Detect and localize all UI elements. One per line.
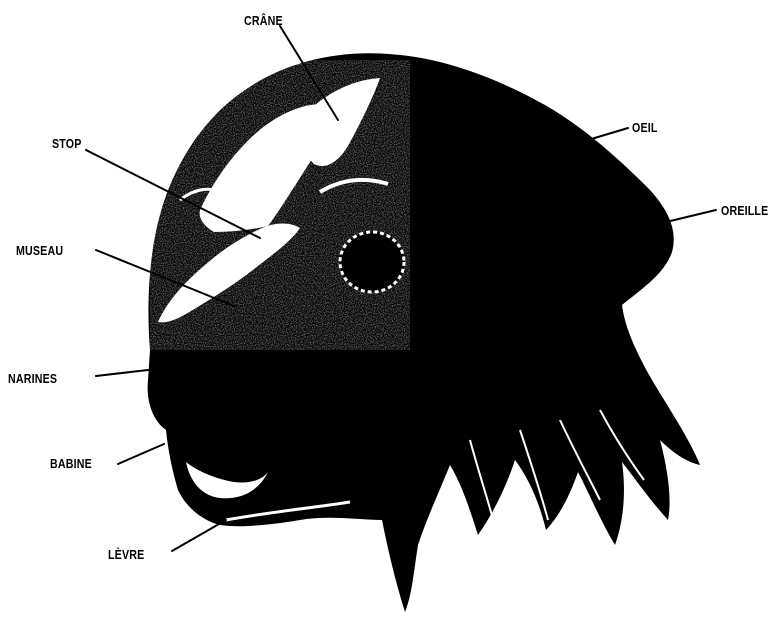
label-babine: BABINE: [50, 457, 92, 470]
label-crane: CRÂNE: [244, 14, 283, 27]
eye: [340, 232, 404, 292]
fur-texture: [150, 60, 410, 350]
label-narines: NARINES: [8, 372, 57, 385]
label-museau: MUSEAU: [16, 244, 63, 257]
leader-narines: [96, 370, 148, 376]
leader-oeil: [588, 128, 628, 140]
label-oeil: OEIL: [632, 121, 658, 134]
leader-babine: [118, 444, 164, 464]
leader-levre: [172, 520, 226, 551]
label-stop: STOP: [52, 137, 81, 150]
label-levre: LÈVRE: [108, 548, 144, 561]
leader-oreille: [666, 210, 716, 222]
label-oreille: OREILLE: [721, 204, 768, 217]
